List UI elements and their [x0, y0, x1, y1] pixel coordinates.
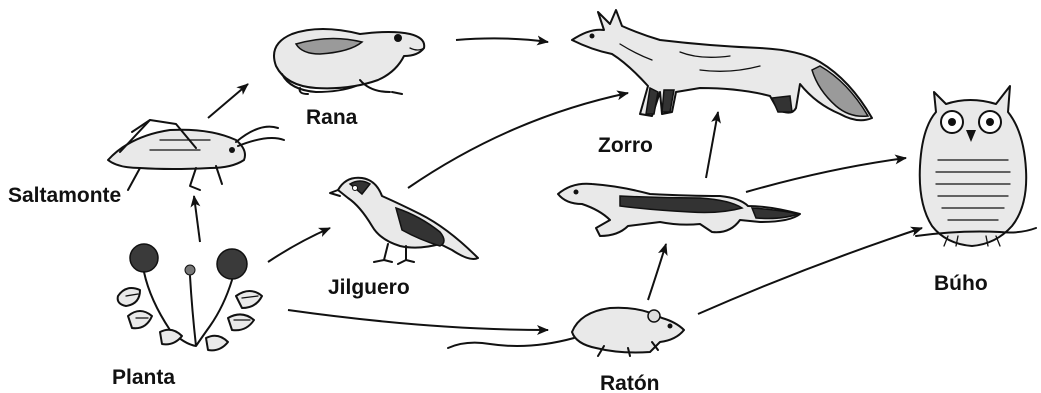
plant-illustration [118, 244, 262, 350]
mouse-illustration [448, 308, 684, 356]
grasshopper-illustration [108, 120, 284, 190]
arrow-jilguero-to-zorro [408, 93, 628, 188]
arrow-planta-to-saltamonte [194, 196, 200, 242]
fox-illustration [572, 10, 872, 120]
label-raton: Ratón [600, 372, 660, 393]
label-rana: Rana [306, 106, 358, 129]
weasel-illustration [558, 184, 800, 236]
arrow-rana-to-zorro [456, 38, 548, 42]
goldfinch-illustration [330, 178, 478, 264]
label-zorro: Zorro [598, 134, 653, 157]
arrow-comadreja-to-zorro [706, 112, 718, 178]
label-buho: Búho [934, 272, 988, 295]
arrow-planta-to-raton [288, 310, 548, 330]
arrow-planta-to-jilguero [268, 228, 330, 262]
owl-illustration [916, 86, 1036, 246]
arrow-comadreja-to-buho [746, 158, 906, 192]
label-planta: Planta [112, 366, 175, 389]
arrow-saltamonte-to-rana [208, 84, 248, 118]
label-saltamonte: Saltamonte [8, 184, 121, 207]
arrow-raton-to-buho [698, 228, 922, 314]
arrow-raton-to-comadreja [648, 244, 666, 300]
frog-illustration [274, 29, 424, 94]
label-jilguero: Jilguero [328, 276, 410, 299]
